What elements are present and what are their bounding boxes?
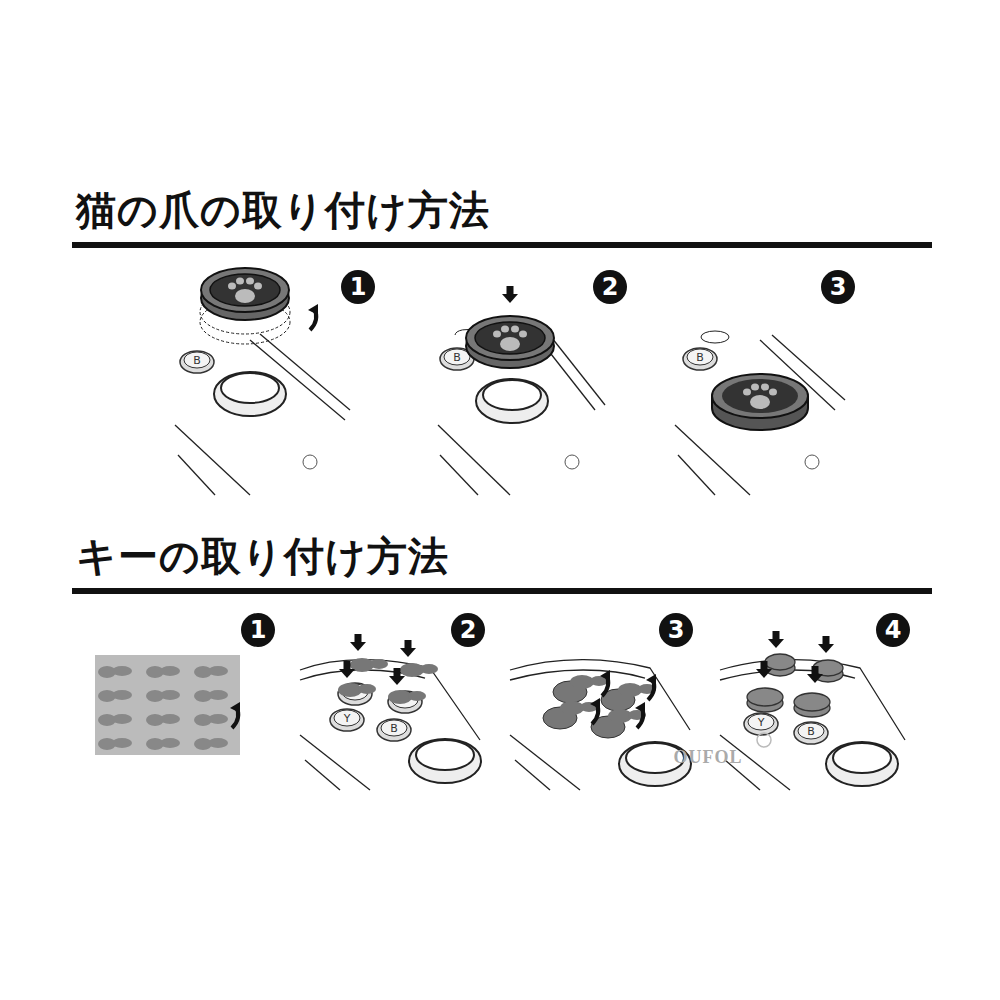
button-letter: Y — [758, 717, 765, 728]
step-number: 3 — [659, 613, 693, 647]
button-letter: B — [807, 726, 815, 737]
step-number: 1 — [241, 613, 275, 647]
section-heading: 猫の爪の取り付け方法 — [76, 188, 490, 232]
step-number: 3 — [821, 270, 855, 304]
button-letter: B — [390, 723, 398, 734]
step-number: 2 — [451, 613, 485, 647]
button-letter: B — [193, 355, 201, 366]
step-number: 2 — [593, 270, 627, 304]
step-number: 1 — [341, 270, 375, 304]
button-letter: B — [453, 352, 461, 363]
button-letter: B — [696, 352, 704, 363]
watermark: OUFOL — [673, 747, 742, 768]
step-number: 4 — [876, 613, 910, 647]
button-letter: Y — [344, 713, 351, 724]
section-heading: キーの取り付け方法 — [76, 534, 449, 578]
